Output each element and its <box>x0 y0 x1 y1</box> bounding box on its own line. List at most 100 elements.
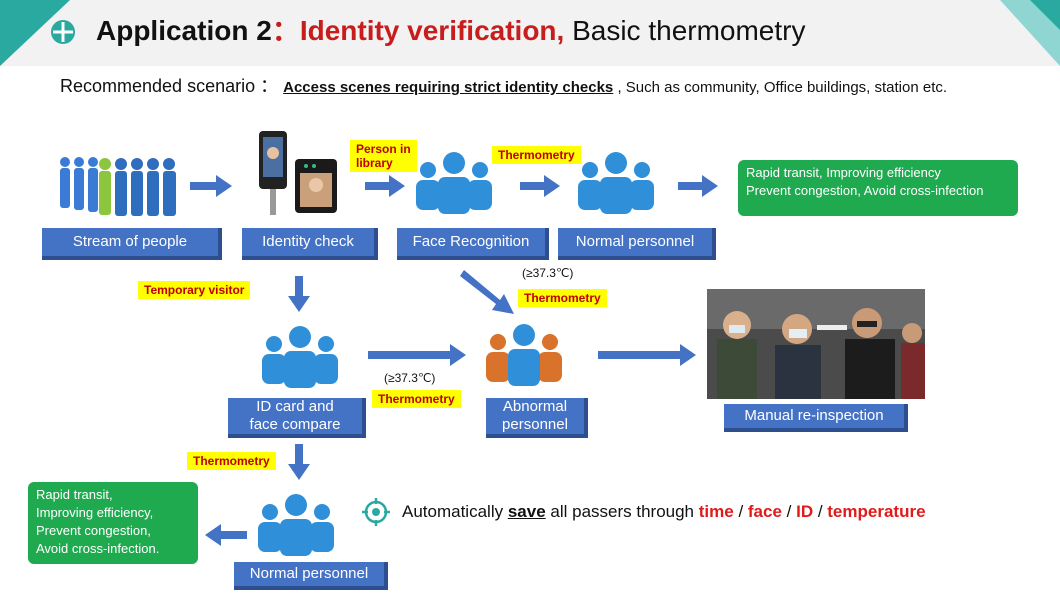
arrow-left-icon <box>205 524 247 546</box>
person-head <box>582 162 598 178</box>
scenario-label: Recommended scenario ： <box>60 76 279 96</box>
header-accent-right-dark <box>1030 0 1060 30</box>
person-head <box>420 162 436 178</box>
target-icon <box>362 498 390 526</box>
person-head <box>266 336 282 352</box>
autosave-pre: Automatically <box>402 502 508 521</box>
person-in-library-note: Person in library <box>350 140 417 172</box>
person-body <box>310 522 334 552</box>
face-recognition-people-icon <box>416 152 492 214</box>
person-body <box>486 352 510 382</box>
person-body <box>262 354 286 384</box>
person-body <box>468 180 492 210</box>
temporary-visitor-note: Temporary visitor <box>138 281 251 299</box>
manual-inspection-photo <box>707 289 925 399</box>
person-head <box>289 326 311 348</box>
normal-personnel-bottom-label: Normal personnel <box>234 562 388 590</box>
abnormal-personnel-label: Abnormal personnel <box>486 398 588 438</box>
title-highlight: Identity verification, <box>299 15 565 46</box>
arrow-diagonal-icon <box>460 270 514 314</box>
arrow-down-icon <box>288 444 310 480</box>
title-prefix: Application 2 <box>96 15 272 46</box>
person-body <box>538 352 562 382</box>
arrow-down-icon <box>288 276 310 312</box>
person-body <box>630 180 654 210</box>
autosave-mid: all passers through <box>545 502 699 521</box>
green-benefits-bottom: Rapid transit, Improving efficiency, Pre… <box>28 482 198 564</box>
person-head <box>318 336 334 352</box>
normal-personnel-bottom-people-icon <box>258 494 334 556</box>
identity-check-label: Identity check <box>242 228 378 260</box>
person-body <box>284 351 316 388</box>
note-line: library <box>356 156 393 170</box>
arrow-right-icon <box>598 344 696 366</box>
person-body <box>578 180 602 210</box>
person-body <box>258 522 282 552</box>
arrow-right-icon <box>520 175 560 197</box>
label-line: Abnormal <box>502 398 568 415</box>
autosave-sep: / <box>781 502 797 521</box>
autosave-sep: / <box>733 502 748 521</box>
page-title: Application 2：Identity verification, Bas… <box>96 14 805 48</box>
header-band <box>0 0 1060 66</box>
normal-personnel-top-people-icon <box>578 152 654 214</box>
temp-threshold-top: (≥37.3℃) <box>522 266 574 280</box>
stream-of-people-image <box>60 157 176 216</box>
identity-terminal-image <box>259 131 337 215</box>
benefit-line: Prevent congestion, Avoid cross-infectio… <box>746 183 984 198</box>
scenario-rest: , Such as community, Office buildings, s… <box>613 79 948 96</box>
person-body <box>280 519 312 556</box>
label-line: ID card and <box>256 398 334 415</box>
arrow-right-icon <box>678 175 718 197</box>
benefit-line: Improving efficiency, <box>36 505 154 520</box>
autosave-save: save <box>507 502 546 521</box>
arrow-right-icon <box>368 344 466 366</box>
normal-personnel-top-label: Normal personnel <box>558 228 716 260</box>
autosave-temperature: temperature <box>827 502 926 521</box>
thermometry-center-note: Thermometry <box>518 289 607 307</box>
id-card-people-icon <box>262 326 338 388</box>
thermometry-mid-note: Thermometry <box>372 390 461 408</box>
title-rest: Basic thermometry <box>564 15 806 46</box>
person-head <box>513 324 535 346</box>
id-card-face-compare-label: ID card and face compare <box>228 398 366 438</box>
benefit-line: Rapid transit, <box>36 487 113 502</box>
person-head <box>634 162 650 178</box>
autosave-time: time <box>698 502 734 521</box>
arrow-right-icon <box>190 175 232 197</box>
label-line: personnel <box>502 416 568 433</box>
person-body <box>508 349 540 386</box>
person-head <box>490 334 506 350</box>
autosave-id: ID <box>796 502 814 521</box>
benefit-line: Avoid cross-infection. <box>36 541 160 556</box>
benefit-line: Rapid transit, Improving efficiency <box>746 165 941 180</box>
arrow-right-icon <box>365 175 405 197</box>
label-line: face compare <box>249 416 341 433</box>
face-recognition-label: Face Recognition <box>397 228 549 260</box>
thermometry-bottom-note: Thermometry <box>187 452 276 470</box>
crosshair-icon <box>51 20 75 44</box>
person-head <box>472 162 488 178</box>
manual-reinspection-label: Manual re-inspection <box>724 404 908 432</box>
person-body <box>416 180 440 210</box>
photo-scene <box>707 289 925 399</box>
autosave-sep: / <box>813 502 828 521</box>
scenario-line: Recommended scenario ： Access scenes req… <box>60 72 947 98</box>
person-head <box>285 494 307 516</box>
person-head <box>542 334 558 350</box>
person-body <box>438 177 470 214</box>
temp-threshold-mid: (≥37.3℃) <box>384 371 436 385</box>
person-head <box>314 504 330 520</box>
person-body <box>314 354 338 384</box>
benefit-line: Prevent congestion, <box>36 523 151 538</box>
autosave-statement: Automatically save all passers through t… <box>402 502 926 522</box>
stream-of-people-label: Stream of people <box>42 228 222 260</box>
thermometry-top-note: Thermometry <box>492 146 581 164</box>
green-benefits-top: Rapid transit, Improving efficiency Prev… <box>738 160 1018 216</box>
note-line: Person in <box>356 142 411 156</box>
person-head <box>443 152 465 174</box>
person-body <box>600 177 632 214</box>
scenario-underlined: Access scenes requiring strict identity … <box>283 79 614 96</box>
autosave-face: face <box>747 502 782 521</box>
person-head <box>262 504 278 520</box>
